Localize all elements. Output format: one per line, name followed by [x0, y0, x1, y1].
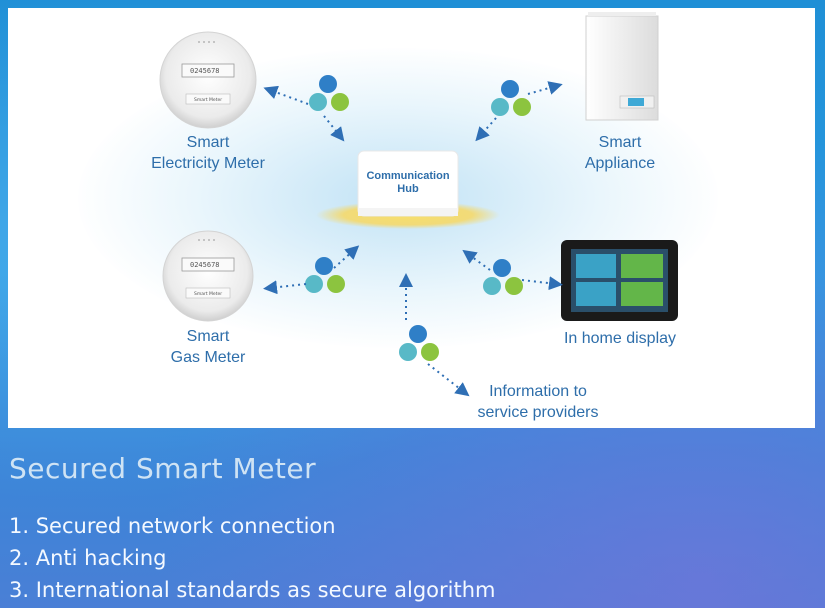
label-appliance-line2: Appliance [584, 155, 656, 172]
arrow-gas-out [263, 280, 307, 295]
network-node-icon-3 [305, 257, 345, 293]
list-item: 2. Anti hacking [9, 546, 167, 570]
arrow-electric-out [263, 85, 309, 105]
svg-text:Smart Meter: Smart Meter [194, 291, 222, 297]
label-service-providers-line2: service providers [477, 404, 599, 421]
label-service-providers: Information to service providers [458, 381, 618, 423]
svg-text:Smart Meter: Smart Meter [194, 97, 222, 103]
label-appliance: Smart Appliance [560, 132, 680, 174]
network-node-icon-4 [483, 259, 523, 295]
label-electricity-meter-line1: Smart [186, 134, 230, 151]
label-appliance-line1: Smart [598, 134, 642, 151]
label-gas-meter-line2: Gas Meter [170, 349, 246, 366]
label-gas-meter-line1: Smart [186, 328, 230, 345]
network-node-icon-1 [309, 75, 349, 111]
appliance-icon [585, 12, 659, 121]
label-service-providers-line1: Information to [489, 383, 587, 400]
label-electricity-meter: Smart Electricity Meter [118, 132, 298, 174]
arrow-display-out [521, 276, 563, 291]
arrow-appliance-out [527, 81, 563, 95]
home-display-icon [561, 240, 678, 321]
diagram-graphics: 0245678 Smart Meter 0245678 Smart Meter [159, 12, 678, 397]
arrow-display-in [462, 249, 491, 271]
gas-meter-icon: 0245678 Smart Meter [162, 230, 254, 322]
arrow-gas-in [333, 245, 360, 269]
list-item: 3. International standards as secure alg… [9, 578, 496, 602]
meter-reading-gas: 0245678 [190, 261, 220, 269]
label-electricity-meter-line2: Electricity Meter [151, 155, 265, 172]
list-item: 1. Secured network connection [9, 514, 336, 538]
label-home-display: In home display [550, 328, 690, 349]
electricity-meter-icon: 0245678 Smart Meter [159, 31, 257, 129]
communication-hub [316, 150, 500, 229]
slide-title: Secured Smart Meter [9, 452, 317, 485]
arrow-appliance-in [475, 117, 497, 142]
meter-reading-electric: 0245678 [190, 67, 220, 75]
arrow-electric-in [323, 115, 345, 142]
label-gas-meter: Smart Gas Meter [138, 326, 278, 368]
arrow-providers [427, 363, 470, 397]
connection-arrows [263, 81, 563, 397]
label-home-display-line1: In home display [563, 330, 677, 347]
bullet-list: 1. Secured network connection 2. Anti ha… [9, 510, 496, 606]
network-node-icon-2 [491, 80, 531, 116]
diagram-panel: 0245678 Smart Meter 0245678 Smart Meter [8, 8, 815, 428]
hub-label: Communication Hub [366, 170, 450, 195]
network-node-icon-5 [399, 325, 439, 361]
